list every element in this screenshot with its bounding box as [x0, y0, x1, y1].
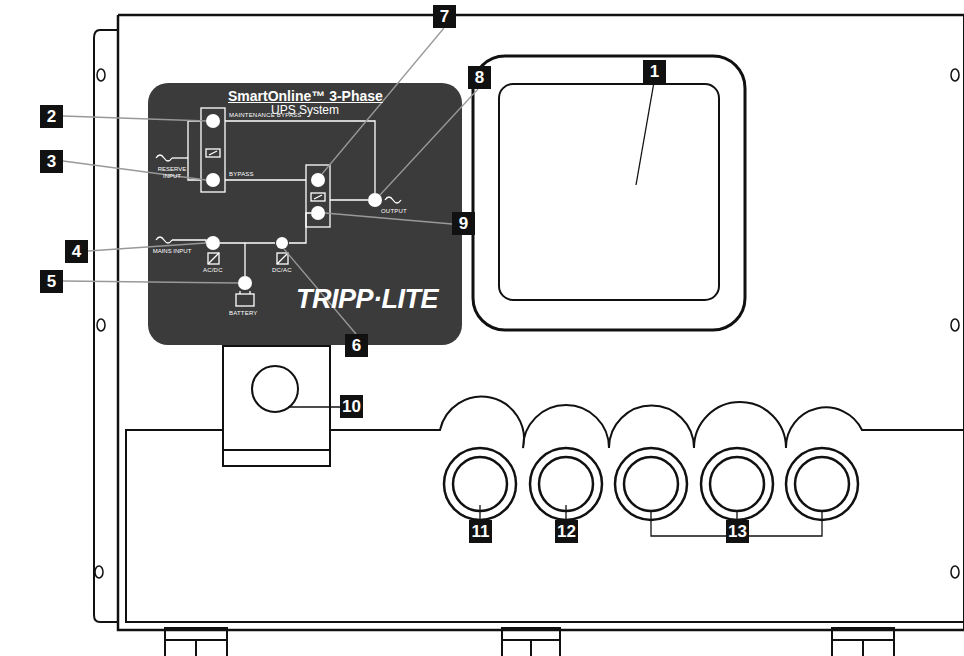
- callout-number: 9: [452, 212, 475, 235]
- path-label: BYPASS: [229, 171, 254, 177]
- callout-number: 2: [40, 105, 63, 128]
- path-label: RESERVE INPUT: [152, 166, 192, 179]
- callout-number: 5: [40, 270, 63, 293]
- callout-number: 11: [469, 520, 492, 543]
- callout-number: 10: [340, 395, 363, 418]
- callout-number: 3: [40, 150, 63, 173]
- callout-number: 8: [468, 66, 491, 89]
- brand-logo: TRIPP·LITE: [296, 286, 438, 313]
- path-label: MAINS INPUT: [152, 248, 192, 255]
- callout-number: 12: [555, 520, 578, 543]
- path-label: MAINTENANCE BYPASS: [229, 112, 302, 118]
- path-label: OUTPUT: [381, 208, 407, 214]
- callout-number: 13: [726, 520, 749, 543]
- callout-number: 4: [65, 240, 88, 263]
- panel-title: SmartOnline™ 3-Phase: [228, 89, 383, 103]
- path-label: AC/DC: [203, 267, 223, 273]
- callout-number: 6: [345, 334, 368, 357]
- path-label: BATTERY: [229, 310, 258, 316]
- callout-number: 1: [643, 60, 666, 83]
- callout-number: 7: [433, 5, 456, 28]
- path-label: DC/AC: [272, 267, 292, 273]
